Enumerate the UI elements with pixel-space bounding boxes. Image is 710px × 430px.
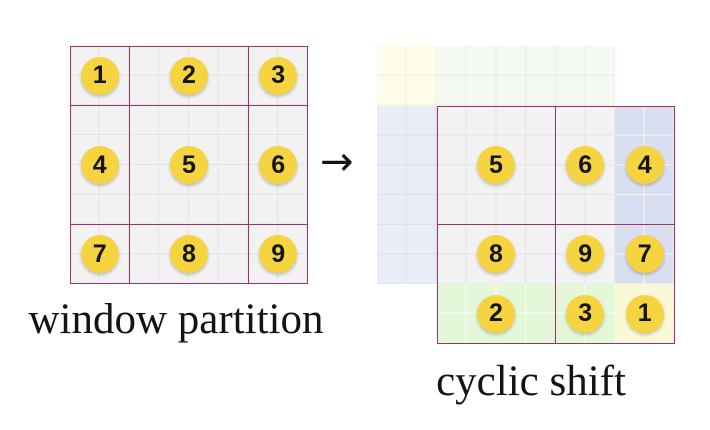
right-arrow: → [320, 139, 354, 185]
caption-cyclic-shift: cyclic shift [436, 358, 626, 405]
window-border-vline [247, 46, 250, 284]
token-2: 2 [477, 294, 515, 333]
token-3: 3 [259, 56, 298, 95]
token-6: 6 [259, 146, 298, 184]
source-region-left-blue [377, 105, 437, 284]
source-region-top-green [436, 46, 615, 106]
window-border-hline [70, 223, 308, 226]
token-4: 4 [625, 146, 664, 184]
token-9: 9 [259, 235, 298, 274]
token-6: 6 [566, 146, 605, 184]
token-1: 1 [625, 294, 664, 333]
token-8: 8 [170, 235, 208, 274]
token-5: 5 [477, 146, 515, 184]
token-7: 7 [625, 235, 664, 274]
window-border-hline [436, 223, 675, 226]
token-3: 3 [566, 294, 605, 333]
token-7: 7 [80, 235, 119, 274]
token-8: 8 [477, 235, 515, 274]
window-partition-grid: 1 2 3 4 5 6 7 8 9 [70, 46, 308, 284]
token-2: 2 [170, 56, 208, 95]
window-border-hline [70, 104, 308, 107]
token-5: 5 [170, 146, 208, 184]
cyclic-source-grid [377, 46, 615, 284]
token-4: 4 [80, 146, 119, 184]
token-9: 9 [566, 235, 605, 274]
caption-window-partition: window partition [28, 296, 324, 343]
window-border-vline [128, 46, 131, 284]
source-region-corner-yellow [377, 46, 437, 106]
token-1: 1 [80, 56, 119, 95]
